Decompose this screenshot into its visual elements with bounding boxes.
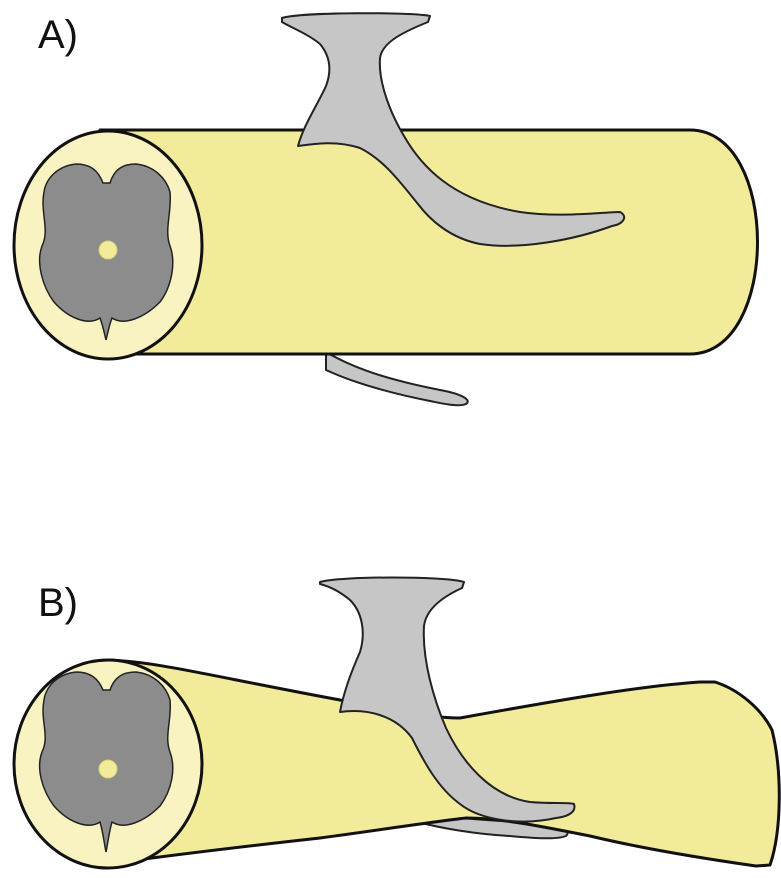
panel-a-label: A) [38,13,78,57]
panel-a-ventral-appendage [326,352,468,405]
panel-b-central-canal [99,760,117,778]
panel-b-label: B) [38,581,78,625]
panel-b: B) [14,578,779,869]
panel-a-central-canal [99,241,117,259]
panel-a: A) [14,13,758,405]
